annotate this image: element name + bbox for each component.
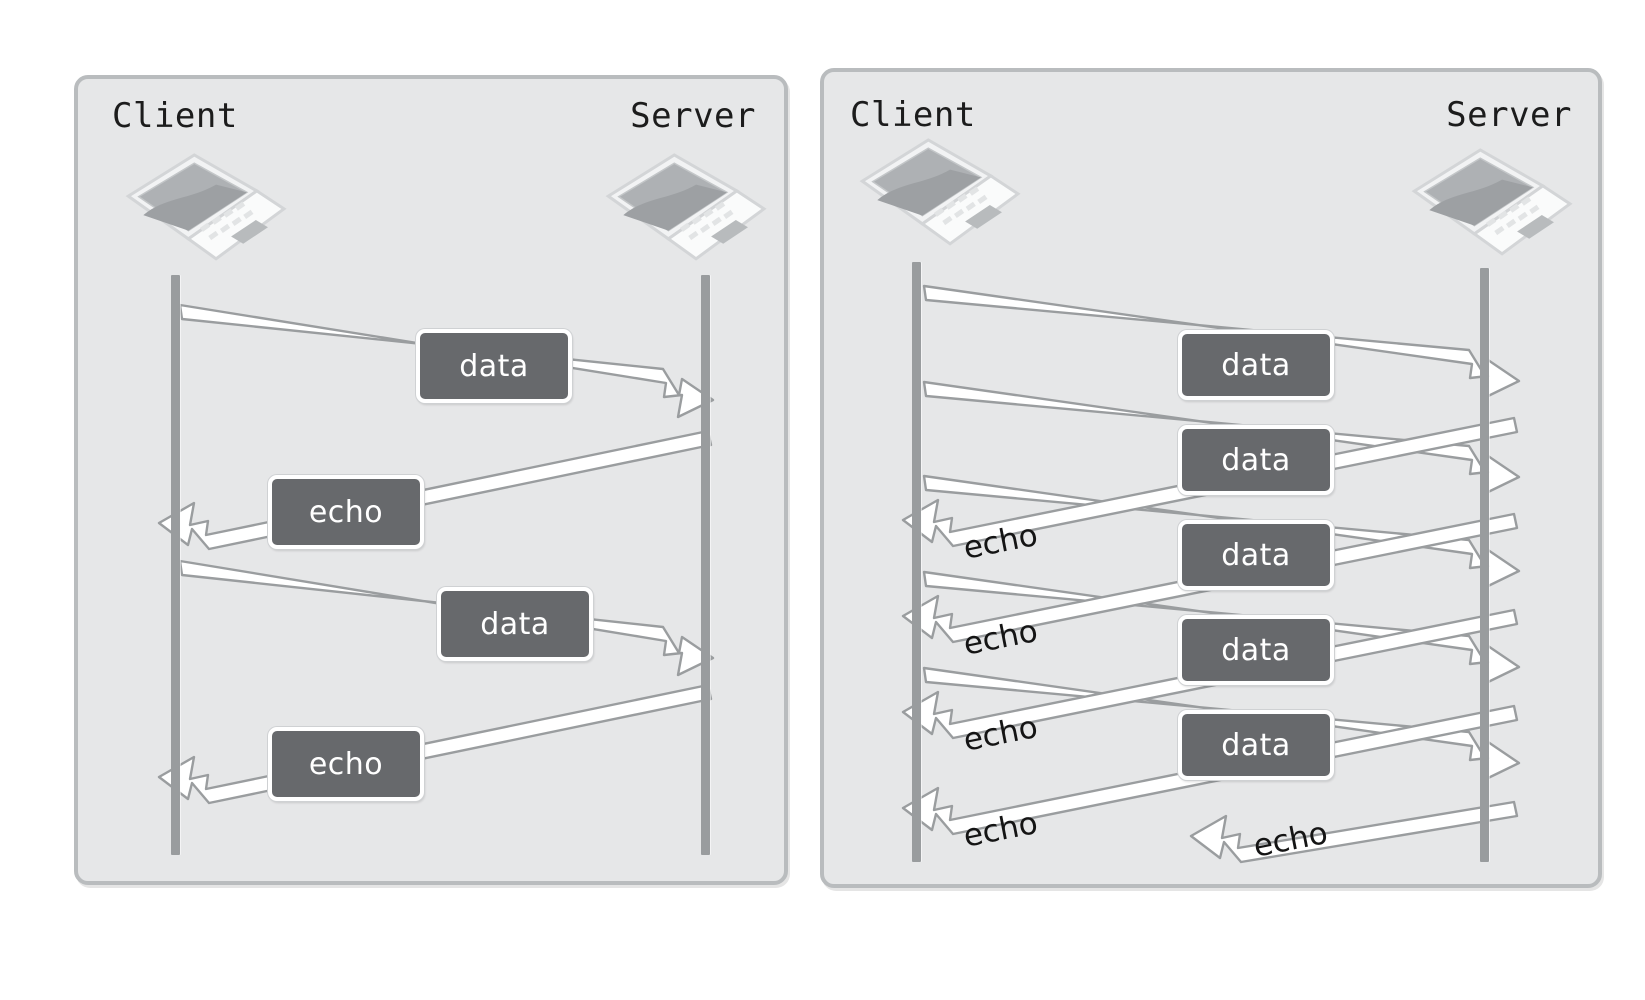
client-lifeline-pipelined (912, 262, 921, 862)
arrow-serial-4 (157, 683, 713, 805)
server-lifeline-serial (701, 275, 710, 855)
message-label-echo-1: echo (960, 517, 1041, 567)
message-label-echo-3: echo (960, 709, 1041, 759)
client-label-serial: Client (112, 96, 238, 136)
client-lifeline-serial (171, 275, 180, 855)
message-box-data-3: data (1178, 520, 1334, 590)
server-laptop-icon (594, 149, 770, 289)
message-label-echo-4: echo (960, 805, 1041, 855)
server-lifeline-pipelined (1480, 268, 1489, 862)
server-label-serial: Server (630, 96, 756, 136)
arrow-serial-2 (157, 429, 713, 551)
panel-pipelined: .ar2{fill:#ffffff;stroke:#9a9d9f;stroke-… (820, 68, 1602, 888)
message-box-data-1: data (1178, 330, 1334, 400)
message-box-data-1: data (416, 329, 572, 403)
client-laptop-icon (114, 149, 290, 289)
panel-pipelined-inner: .ar2{fill:#ffffff;stroke:#9a9d9f;stroke-… (824, 72, 1598, 884)
message-label-echo-2: echo (960, 613, 1041, 663)
server-label-pipelined: Server (1446, 95, 1572, 135)
message-box-data-2: data (1178, 425, 1334, 495)
message-box-data-2: data (437, 587, 593, 661)
message-box-echo-2: echo (268, 727, 424, 801)
server-laptop-icon (1400, 144, 1576, 284)
client-label-pipelined: Client (850, 95, 976, 135)
message-label-echo-5: echo (1250, 815, 1331, 865)
message-box-echo-1: echo (268, 475, 424, 549)
message-box-data-5: data (1178, 710, 1334, 780)
message-box-data-4: data (1178, 615, 1334, 685)
client-laptop-icon (848, 134, 1024, 274)
panel-serial-inner: .ar{fill:#ffffff;stroke:#9a9d9f;stroke-w… (78, 79, 784, 881)
panel-serial: .ar{fill:#ffffff;stroke:#9a9d9f;stroke-w… (74, 75, 788, 885)
arrow-pipe-echo-5 (1189, 800, 1519, 864)
